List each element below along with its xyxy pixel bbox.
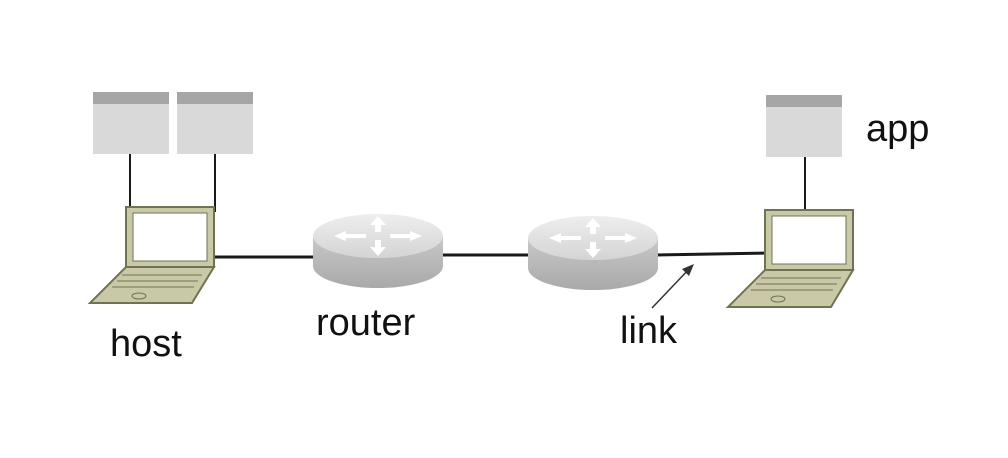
app-window-icon [766,95,842,157]
link-label: link [620,310,678,352]
app-window-icon [93,92,169,154]
arrow-icon [651,264,694,309]
laptop-icon [725,209,855,308]
app-label: app [866,108,930,150]
link-router-host [654,251,771,257]
laptop-icon [87,206,216,304]
app-window-icon [177,92,253,154]
router-icon [313,214,443,288]
router-label: router [316,302,416,344]
host-label: host [110,323,182,365]
router-icon [528,216,658,290]
